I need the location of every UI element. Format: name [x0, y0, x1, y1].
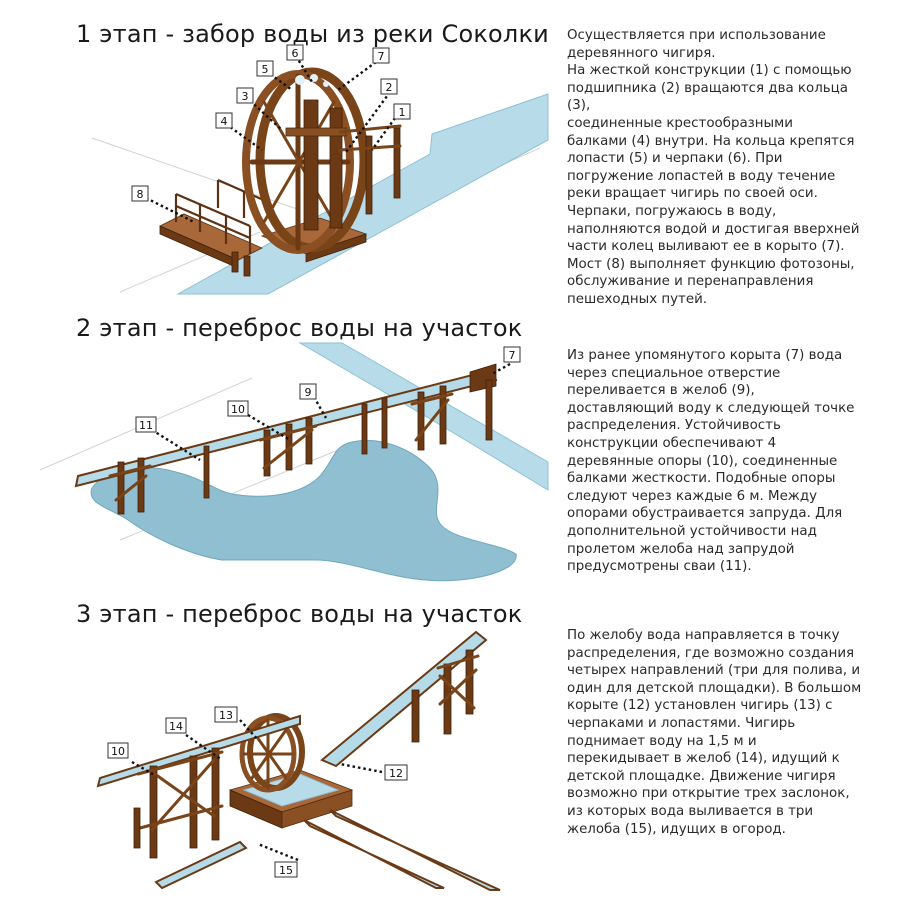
- stage-1-label-1: 1: [393, 103, 411, 120]
- desc-line: опорами обустраивается запруда. Для: [567, 506, 843, 522]
- desc-line: деревянного чигиря.: [567, 45, 716, 61]
- stage-3-illustration: 10 12 13 14 15: [96, 630, 501, 891]
- desc-line: лопасти (5) и черпаки (6). При: [567, 151, 783, 167]
- desc-line: предусмотрены сваи (11).: [567, 559, 752, 575]
- stage-3-troughs-15: [154, 809, 501, 891]
- svg-text:9: 9: [305, 386, 312, 399]
- stage-3-title: 3 этап - переброс воды на участок: [76, 600, 523, 628]
- stage-1-wheel: [242, 67, 369, 254]
- desc-line: корыте (12) установлен чигирь (13) с: [567, 698, 833, 714]
- stage-2-label-9: 9: [299, 383, 317, 400]
- desc-line: балками (4) внутри. На кольца крепятся: [567, 133, 855, 149]
- desc-line: дополнительной устойчивости над: [567, 523, 817, 539]
- svg-text:10: 10: [111, 745, 125, 758]
- desc-line: (3),: [567, 98, 591, 114]
- desc-line: погружение лопастей в воду течение: [567, 168, 836, 184]
- stage-1-illustration: 1 2 3 4 5 6 7 8: [91, 44, 549, 295]
- desc-line: пролетом желоба над запрудой: [567, 541, 795, 557]
- desc-line: конструкции обеспечивают 4: [567, 435, 777, 451]
- desc-line: черпаками и лопастями. Чигирь: [567, 715, 796, 731]
- stage-3-support-left: [133, 747, 224, 859]
- desc-line: наполняются водой и достигая вверхней: [567, 221, 860, 237]
- stage-3-label-14: 14: [165, 717, 187, 734]
- desc-line: деревянные опоры (10), соединенные: [567, 453, 838, 469]
- desc-line: доставляющий воду к следующей точке: [567, 400, 855, 416]
- svg-text:7: 7: [378, 50, 385, 63]
- stage-1-label-5: 5: [256, 60, 274, 77]
- svg-text:1: 1: [399, 106, 406, 119]
- stage-3-label-12: 12: [384, 764, 408, 781]
- stage-3-supports-right: [411, 649, 480, 743]
- stage-1-title: 1 этап - забор воды из реки Соколки: [76, 20, 549, 48]
- stage-1-label-3: 3: [236, 87, 254, 104]
- stage-1-label-2: 2: [380, 78, 398, 95]
- stage-2-supports: [108, 379, 493, 515]
- desc-line: из которых вода выливается в три: [567, 803, 814, 819]
- svg-text:5: 5: [262, 63, 269, 76]
- desc-line: балками жесткости. Подобные опоры: [567, 471, 836, 487]
- stage-1-label-7: 7: [372, 47, 390, 64]
- svg-text:14: 14: [169, 720, 183, 733]
- stage-3-main-trough: [320, 630, 488, 768]
- stage-3-big-trough: [228, 769, 354, 829]
- stage-3-label-15: 15: [274, 861, 298, 878]
- stage-2-label-10: 10: [227, 400, 249, 417]
- desc-line: пешеходных путей.: [567, 291, 708, 307]
- desc-line: поднимает воду на 1,5 м и: [567, 733, 757, 749]
- svg-text:8: 8: [137, 188, 144, 201]
- desc-line: На жесткой конструкции (1) с помощью: [567, 63, 852, 79]
- stage-2-illustration: 7 9 10 11: [39, 342, 549, 582]
- desc-line: подшипника (2) вращаются два кольца: [567, 80, 848, 96]
- desc-line: следуют через каждые 6 м. Между: [567, 488, 818, 504]
- svg-text:15: 15: [279, 864, 293, 877]
- desc-line: соединенные крестообразными: [567, 115, 793, 131]
- stage-2-label-7: 7: [503, 346, 521, 363]
- desc-line: реки вращает чигирь по своей оси.: [567, 186, 818, 202]
- desc-line: переливается в желоб (9),: [567, 383, 755, 399]
- desc-line: через специальное отверстие: [567, 365, 781, 381]
- svg-text:4: 4: [221, 115, 228, 128]
- svg-text:12: 12: [389, 767, 403, 780]
- desc-line: Из ранее упомянутого корыта (7) вода: [567, 348, 843, 363]
- stage-3-trough-14: [96, 714, 301, 788]
- desc-line: детской площадке. Движение чигиря: [567, 768, 836, 784]
- desc-line: Черпаки, погружаюсь в воду,: [567, 203, 777, 219]
- stage-3-label-13: 13: [214, 706, 238, 723]
- svg-text:3: 3: [242, 90, 249, 103]
- stage-2-title: 2 этап - переброс воды на участок: [76, 314, 523, 342]
- stage-1-label-8: 8: [131, 185, 149, 202]
- desc-line: части колец выливают ее в корыто (7).: [567, 239, 845, 255]
- stage-1-description: Осуществляется при использование деревян…: [567, 27, 860, 309]
- stage-1-support-frame: [338, 124, 402, 215]
- svg-text:11: 11: [139, 419, 153, 432]
- desc-line: желоба (15), идущих в огород.: [567, 821, 786, 837]
- stage-1-label-4: 4: [215, 112, 233, 129]
- desc-line: распределения. Устойчивость: [567, 418, 781, 434]
- stage-3-label-10: 10: [107, 742, 129, 759]
- desc-line: По желобу вода направляется в точку: [567, 628, 840, 643]
- desc-line: возможно при открытие трех заслонок,: [567, 786, 850, 802]
- desc-line: распределения, где возможно создания: [567, 645, 855, 661]
- desc-line: перекидывает в желоб (14), идущий к: [567, 751, 840, 767]
- desc-line: обслуживание и перенаправления: [567, 274, 814, 290]
- svg-text:2: 2: [386, 81, 393, 94]
- stage-2-description: Из ранее упомянутого корыта (7) вода чер…: [567, 347, 854, 576]
- desc-line: Мост (8) выполняет функцию фотозоны,: [567, 256, 855, 272]
- desc-line: один для детской площадки). В большом: [567, 680, 862, 696]
- stage-2-pond: [90, 439, 517, 582]
- stage-1-label-6: 6: [286, 44, 304, 61]
- svg-text:7: 7: [509, 349, 516, 362]
- svg-text:6: 6: [292, 47, 299, 60]
- desc-line: Осуществляется при использование: [567, 28, 826, 43]
- svg-text:13: 13: [219, 709, 233, 722]
- stage-3-description: По желобу вода направляется в точку расп…: [567, 627, 861, 838]
- desc-line: четырех направлений (три для полива, и: [567, 663, 861, 679]
- stage-2-label-11: 11: [135, 416, 157, 433]
- svg-text:10: 10: [231, 403, 245, 416]
